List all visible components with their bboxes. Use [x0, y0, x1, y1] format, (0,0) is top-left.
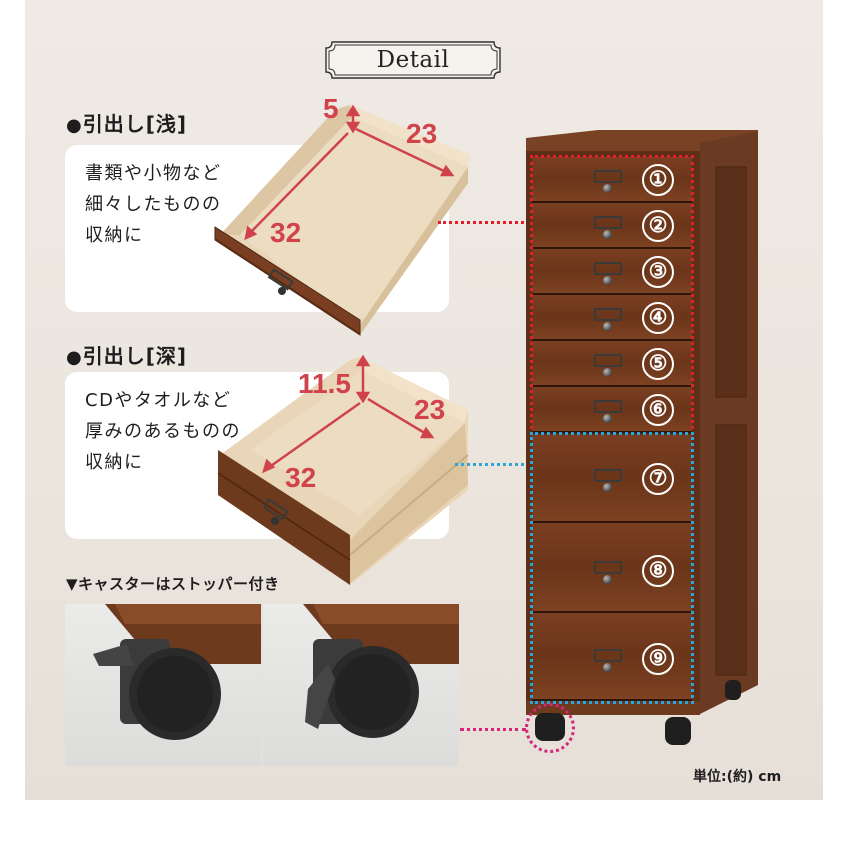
shallow-width-dimension: 23 [406, 118, 438, 149]
deep-height-dimension: 11.5 [298, 368, 351, 399]
caster-photo-locked [263, 604, 459, 766]
deep-drawer-heading: ●引出し[深] [66, 340, 187, 369]
deep-drawer-description: CDやタオルなど 厚みのあるものの 収納に [85, 385, 241, 478]
deep-width-dimension: 23 [414, 394, 446, 425]
desc-line: 細々したものの [85, 194, 222, 215]
shallow-drawer-heading-text: 引出し[浅] [82, 112, 187, 136]
bullet-icon: ● [66, 115, 83, 136]
desc-line: 収納に [85, 452, 144, 473]
drawer-number: ⑧ [642, 555, 674, 587]
drawer-number: ⑥ [642, 394, 674, 426]
drawer-6[interactable]: ⑥ [532, 387, 692, 433]
shallow-drawer-heading: ●引出し[浅] [66, 108, 187, 137]
unit-note: 単位:(約) cm [693, 769, 782, 785]
desc-line: 書類や小物など [85, 163, 222, 184]
caster-photo-unlocked [65, 604, 261, 766]
drawer-2[interactable]: ② [532, 203, 692, 249]
drawer-number: ② [642, 210, 674, 242]
deep-connector-line [455, 463, 530, 466]
drawer-number: ⑨ [642, 643, 674, 675]
shallow-drawers-highlight [530, 155, 694, 435]
deep-depth-dimension: 32 [285, 462, 317, 493]
caster-connector-line [460, 728, 526, 731]
page-title: Detail [376, 47, 450, 73]
drawer-9[interactable]: ⑨ [532, 613, 692, 701]
caster-highlight [525, 703, 575, 753]
caster-heading: ▼キャスターはストッパー付き [66, 575, 280, 593]
drawer-number: ⑦ [642, 463, 674, 495]
drawer-5[interactable]: ⑤ [532, 341, 692, 387]
desc-line: 収納に [85, 225, 144, 246]
deep-drawers-highlight [530, 432, 694, 704]
deep-drawer-illustration [217, 354, 469, 585]
drawer-7[interactable]: ⑦ [532, 435, 692, 523]
shallow-drawer-description: 書類や小物など 細々したものの 収納に [85, 158, 222, 251]
shallow-depth-dimension: 32 [270, 217, 302, 248]
shallow-height-dimension: 5 [323, 93, 339, 124]
shallow-connector-line [438, 221, 530, 224]
drawer-1[interactable]: ① [532, 157, 692, 203]
drawer-number: ③ [642, 256, 674, 288]
title-badge: Detail [322, 40, 504, 80]
drawer-number: ⑤ [642, 348, 674, 380]
drawer-8[interactable]: ⑧ [532, 523, 692, 613]
bullet-icon: ● [66, 347, 83, 368]
drawer-number: ① [642, 164, 674, 196]
drawer-4[interactable]: ④ [532, 295, 692, 341]
desc-line: CDやタオルなど [85, 390, 232, 411]
drawer-3[interactable]: ③ [532, 249, 692, 295]
deep-drawer-heading-text: 引出し[深] [82, 344, 187, 368]
drawer-number: ④ [642, 302, 674, 334]
ornate-frame-icon [325, 41, 501, 79]
shallow-drawer-illustration [214, 104, 470, 336]
desc-line: 厚みのあるものの [85, 421, 241, 442]
